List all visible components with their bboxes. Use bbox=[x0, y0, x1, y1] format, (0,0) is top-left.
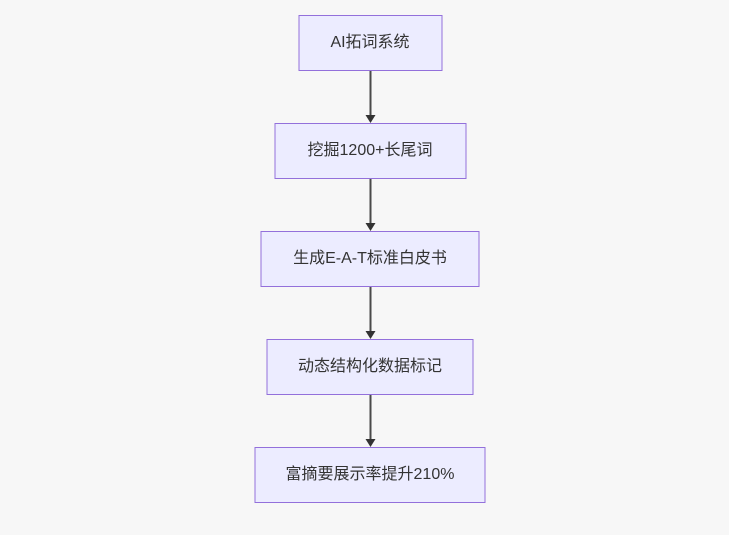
flow-node-label: 挖掘1200+长尾词 bbox=[307, 142, 433, 159]
arrow-line bbox=[369, 71, 371, 115]
flow-node-label: 生成E-A-T标准白皮书 bbox=[293, 250, 447, 267]
flowchart-canvas: AI拓词系统 挖掘1200+长尾词 生成E-A-T标准白皮书 动态结构化数据标记… bbox=[254, 15, 486, 503]
flow-node-label: AI拓词系统 bbox=[330, 34, 410, 51]
flow-arrow-3 bbox=[365, 287, 375, 339]
arrow-head-icon bbox=[365, 439, 375, 447]
arrow-line bbox=[369, 179, 371, 223]
flow-node-label: 富摘要展示率提升210% bbox=[285, 466, 455, 483]
arrow-line bbox=[369, 287, 371, 331]
flow-arrow-1 bbox=[365, 71, 375, 123]
flow-arrow-2 bbox=[365, 179, 375, 231]
flow-node-longtail-mining: 挖掘1200+长尾词 bbox=[274, 123, 466, 179]
arrow-head-icon bbox=[365, 115, 375, 123]
flow-node-rich-snippet-rate: 富摘要展示率提升210% bbox=[254, 447, 486, 503]
flow-node-label: 动态结构化数据标记 bbox=[297, 358, 442, 375]
flow-node-ai-expansion-system: AI拓词系统 bbox=[298, 15, 442, 71]
arrow-head-icon bbox=[365, 331, 375, 339]
arrow-head-icon bbox=[365, 223, 375, 231]
arrow-line bbox=[369, 395, 371, 439]
flow-node-structured-data-markup: 动态结构化数据标记 bbox=[266, 339, 473, 395]
flow-arrow-4 bbox=[365, 395, 375, 447]
flow-node-eat-whitepaper: 生成E-A-T标准白皮书 bbox=[260, 231, 480, 287]
